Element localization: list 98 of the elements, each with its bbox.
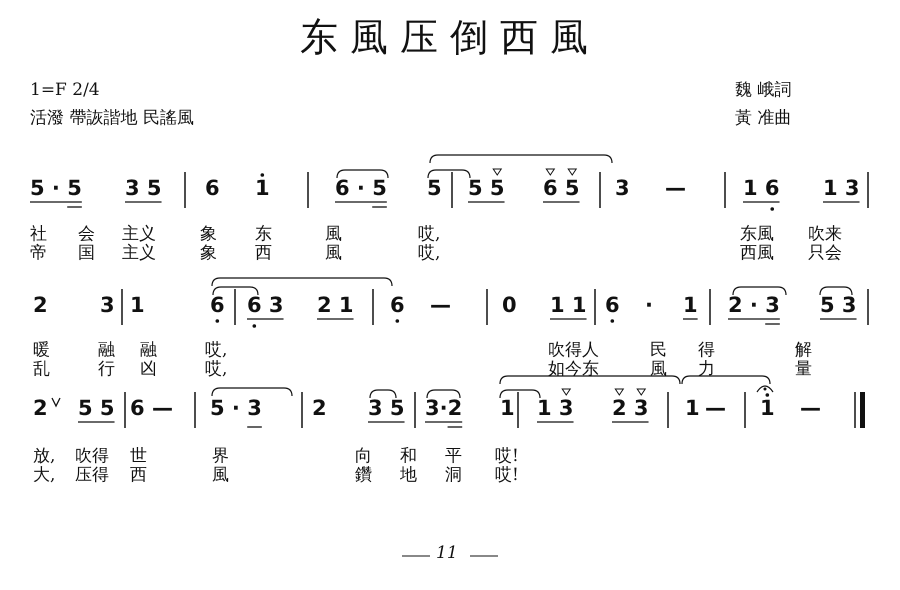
lyric: 哎,	[418, 226, 440, 243]
note: 3	[615, 178, 630, 199]
note: 2 · 3	[728, 295, 780, 316]
note: 1	[130, 295, 145, 316]
sustain-dash: —	[430, 295, 451, 316]
note: 6	[605, 295, 620, 316]
lyric: 界	[212, 448, 229, 465]
lyric: 哎,	[205, 361, 228, 378]
note: 1 3	[537, 398, 574, 419]
lyric: 主义	[122, 245, 156, 262]
lyric: 凶	[140, 361, 157, 378]
lyric: 压得	[75, 467, 109, 484]
note: 1 1	[550, 295, 587, 316]
lyric: 吹来	[808, 226, 842, 243]
lyric: 哎,	[205, 342, 228, 359]
lyric: 風	[650, 361, 667, 378]
lyric: 大,	[33, 467, 56, 484]
lyric: 吹得	[75, 448, 109, 465]
note: 5 5	[468, 178, 505, 199]
sustain-dash: —	[705, 398, 726, 419]
sustain-dash: —	[800, 398, 821, 419]
note: 2	[33, 295, 48, 316]
note: 2	[312, 398, 327, 419]
note: 5 3	[820, 295, 857, 316]
lyric: 吹得人	[548, 342, 599, 359]
lyric: 象	[200, 226, 217, 243]
lyric: 風	[325, 226, 342, 243]
lyric: 鑽	[355, 467, 372, 484]
lyric: 如今东	[548, 361, 599, 378]
sustain-dash: —	[152, 398, 173, 419]
lyric: 民	[650, 342, 667, 359]
lyric: 力	[698, 361, 715, 378]
note: 1	[500, 398, 515, 419]
note: ·	[645, 295, 653, 316]
note: 2 1	[317, 295, 354, 316]
lyric: 融	[98, 342, 115, 359]
note: 5	[427, 178, 442, 199]
lyric: 風	[325, 245, 342, 262]
note: 6 · 5	[335, 178, 387, 199]
lyric: 帝	[30, 245, 47, 262]
lyric: 哎,	[418, 245, 440, 262]
lyric: 哎!	[495, 467, 519, 484]
note: 6	[210, 295, 225, 316]
note: 1	[685, 398, 700, 419]
composer-credit: 黃 准曲	[735, 110, 792, 127]
note: 1	[683, 295, 698, 316]
lyric: 解	[795, 342, 812, 359]
lyric: 暖	[33, 342, 50, 359]
lyric: 西	[255, 245, 272, 262]
lyric: 乱	[33, 361, 50, 378]
lyric: 象	[200, 245, 217, 262]
note: 6	[390, 295, 405, 316]
note: 6 5	[543, 178, 580, 199]
lyric: 量	[795, 361, 812, 378]
lyric: 国	[78, 245, 95, 262]
lyric: 平	[445, 448, 462, 465]
title: 东風压倒西風	[299, 18, 601, 56]
lyric: 东	[255, 226, 272, 243]
note: 5 5	[78, 398, 115, 419]
note: 3 5	[368, 398, 405, 419]
key-signature: 1=F 2/4	[30, 82, 100, 99]
note: 6	[130, 398, 145, 419]
lyric: 世	[130, 448, 147, 465]
note: 2 3	[612, 398, 649, 419]
note: 3	[100, 295, 115, 316]
lyricist-credit: 魏 峨詞	[735, 82, 792, 99]
lyric: 得	[698, 342, 715, 359]
lyric: 行	[98, 361, 115, 378]
lyric: 地	[400, 467, 417, 484]
note: 1	[255, 178, 270, 199]
page-number: 11	[436, 545, 458, 562]
sustain-dash: —	[665, 178, 686, 199]
tempo-marking: 活潑 帶詼諧地 民謠風	[30, 110, 194, 127]
lyric: 社	[30, 226, 47, 243]
lyric: 主义	[122, 226, 156, 243]
note: 1 3	[823, 178, 860, 199]
note: 5 · 5	[30, 178, 82, 199]
note: 6 3	[247, 295, 284, 316]
lyric: 風	[212, 467, 229, 484]
note: 3·2	[425, 398, 462, 419]
lyric: 只会	[808, 245, 842, 262]
lyric: 西風	[740, 245, 774, 262]
lyric: 哎!	[495, 448, 519, 465]
lyric: 向	[355, 448, 372, 465]
lyric: 西	[130, 467, 147, 484]
note: 1	[760, 398, 775, 419]
note: 3 5	[125, 178, 162, 199]
note: 1 6	[743, 178, 780, 199]
note: 2	[33, 398, 48, 419]
lyric: 洞	[445, 467, 462, 484]
note: 5 · 3	[210, 398, 262, 419]
lyric: 东風	[740, 226, 774, 243]
note: 6	[205, 178, 220, 199]
lyric: 和	[400, 448, 417, 465]
lyric: 会	[78, 226, 95, 243]
note: 0	[502, 295, 517, 316]
lyric: 融	[140, 342, 157, 359]
lyric: 放,	[33, 448, 56, 465]
